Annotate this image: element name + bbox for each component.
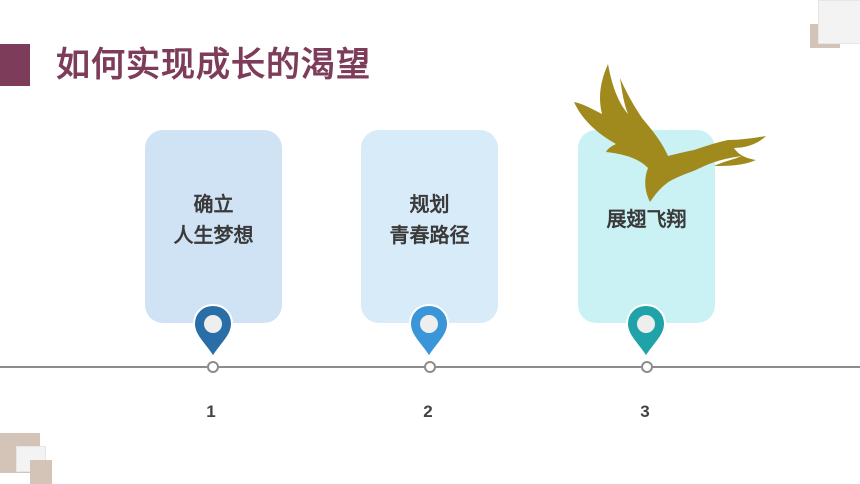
deco-square [30,460,52,484]
slide-title: 如何实现成长的渴望 [56,45,371,85]
map-pin-icon [192,303,234,359]
step-card-1: 确立 人生梦想 [145,130,282,323]
map-pin-icon [408,303,450,359]
step-card-2: 规划 青春路径 [361,130,498,323]
step-number-1: 1 [206,402,216,421]
step-3-line-1: 展翅飞翔 [606,207,687,231]
title-accent-bar [0,44,30,86]
timeline-dot [424,361,436,373]
eagle-icon [574,64,766,202]
map-pin-icon [625,303,667,359]
step-1-line-2: 人生梦想 [173,222,254,247]
timeline-dot [207,361,219,373]
deco-square-light [818,0,860,44]
step-2-line-1: 规划 [409,191,450,216]
step-2-line-2: 青春路径 [389,222,470,247]
timeline-dot [641,361,653,373]
step-number-2: 2 [423,402,433,421]
step-number-3: 3 [640,402,650,421]
step-1-line-1: 确立 [193,191,234,216]
